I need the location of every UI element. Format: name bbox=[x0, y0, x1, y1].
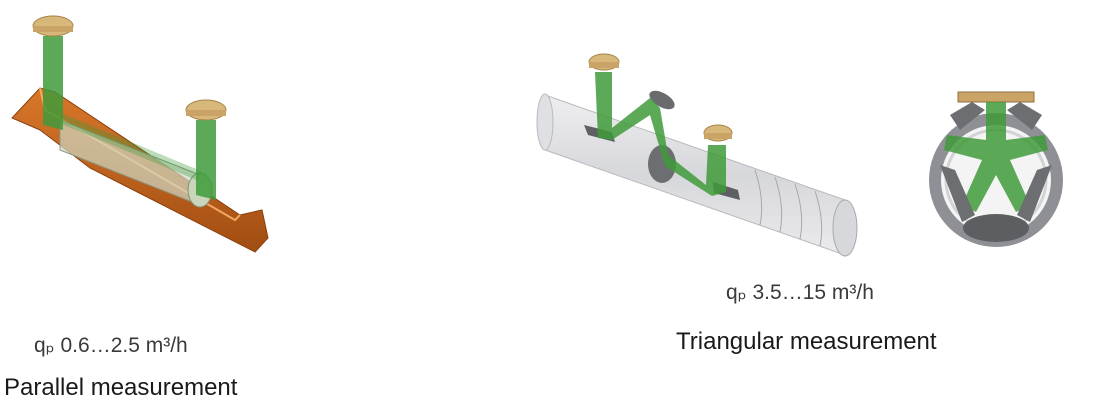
triangular-title: Triangular measurement bbox=[676, 328, 937, 355]
ultrasonic-beam-path bbox=[595, 72, 726, 196]
parallel-title: Parallel measurement bbox=[4, 374, 238, 401]
triangular-flow-range: qₚ 3.5…15 m³/h bbox=[726, 281, 874, 304]
cross-section-beams bbox=[944, 102, 1048, 212]
cross-section-cap bbox=[957, 91, 1035, 103]
cross-section-reflector bbox=[963, 214, 1029, 242]
parallel-flow-range: qₚ 0.6…2.5 m³/h bbox=[34, 334, 188, 357]
parallel-meter-illustration bbox=[11, 15, 269, 253]
transducer-right bbox=[196, 120, 216, 200]
pipe-body bbox=[544, 94, 846, 256]
triangular-cross-section bbox=[929, 91, 1063, 247]
reflector bbox=[648, 145, 676, 183]
triangular-meter-illustration bbox=[536, 53, 858, 257]
transducer-left bbox=[43, 36, 63, 130]
